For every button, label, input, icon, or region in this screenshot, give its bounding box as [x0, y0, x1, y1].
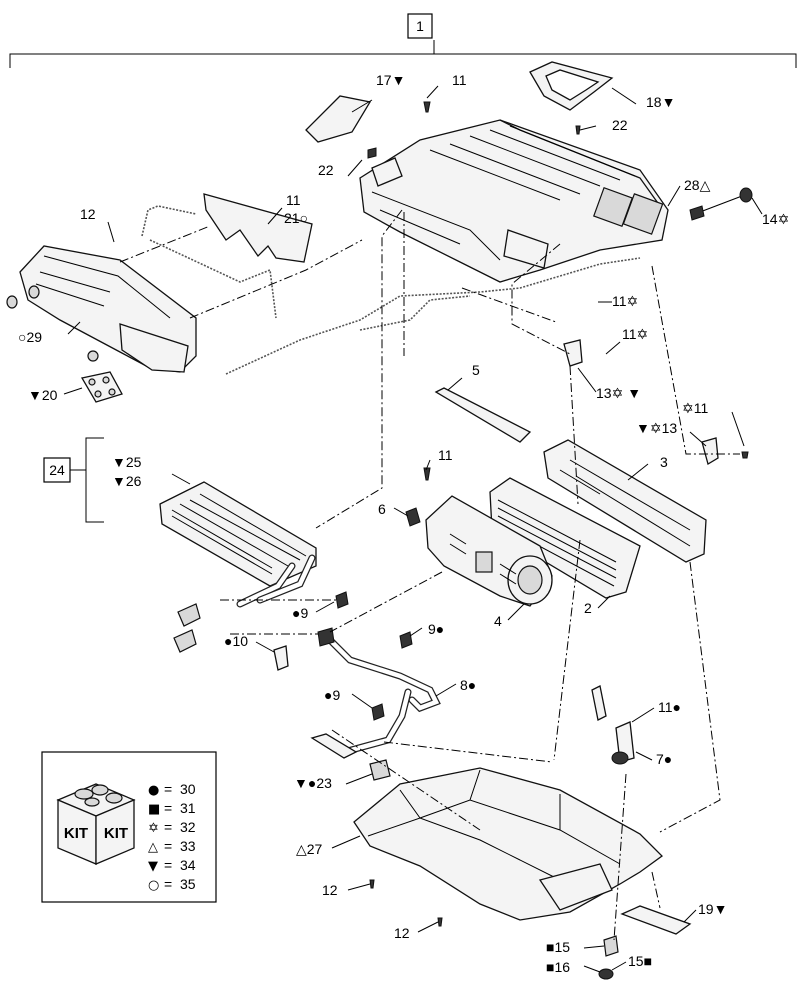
- bracket-13a: [563, 339, 583, 367]
- kit-word-right: KIT: [104, 825, 128, 842]
- screw-11-mid: [423, 467, 431, 481]
- callout-21: 21○: [284, 210, 308, 226]
- callout-9-upper: ●9: [292, 605, 308, 621]
- callout-28: 28△: [684, 177, 711, 193]
- callout-8: 8●: [460, 677, 476, 693]
- callout-23: ▼●23: [294, 775, 332, 791]
- callout-17: 17▼: [376, 72, 405, 88]
- drain-hoses: [141, 205, 641, 375]
- blower-4: [425, 495, 553, 607]
- seal-strip-5: [434, 387, 532, 443]
- clip-6: [405, 507, 421, 527]
- legend-symbol: ○: [148, 878, 159, 893]
- heater-core-25: [159, 481, 317, 608]
- legend-equals: =: [164, 819, 172, 835]
- legend-number: 31: [180, 800, 196, 816]
- legend-equals: =: [164, 838, 172, 854]
- bracket-10: [273, 645, 289, 671]
- legend-number: 30: [180, 781, 196, 797]
- lower-housing-27: [353, 767, 663, 921]
- callout-labels: 17▼ 11 18▼ 22 22 28△ 14✡ 12 11 21○ 11✡ 1…: [18, 72, 789, 975]
- plug-14: [689, 187, 753, 221]
- callout-27: △27: [296, 841, 323, 857]
- legend-equals: =: [164, 800, 172, 816]
- callout-26: ▼26: [112, 473, 142, 489]
- legend-equals: =: [164, 876, 172, 892]
- legend-symbol: ✡: [148, 821, 159, 836]
- pipe-assembly-8: [310, 636, 441, 759]
- screws-top: [367, 101, 581, 159]
- callout-11-top: 11: [452, 72, 467, 88]
- screws-bottom: [369, 879, 443, 927]
- callout-11-right: ✡11: [682, 400, 708, 416]
- callout-25: ▼25: [112, 454, 142, 470]
- callout-15-right: 15■: [628, 953, 652, 969]
- callout-11-bracket: 11✡: [622, 326, 648, 342]
- screw-11-right: [741, 451, 749, 459]
- assembly-bracket: 1: [9, 13, 797, 68]
- callout-7: 7●: [656, 751, 672, 767]
- seal-strip-21: [203, 193, 313, 263]
- clips-9: [317, 591, 413, 721]
- callout-13-right: ▼✡13: [636, 420, 677, 436]
- kit-box-icon: KIT KIT: [56, 783, 136, 865]
- legend-equals: =: [164, 781, 172, 797]
- legend-symbol: △: [148, 840, 158, 855]
- kit-word-left: KIT: [64, 825, 88, 842]
- legend-symbol: ▼: [148, 859, 158, 874]
- hose-fittings: [173, 603, 201, 653]
- kit-legend-entries: ● = 30 ■ = 31 ✡ = 32 △ = 33 ▼ = 34 ○ = 3…: [148, 781, 196, 893]
- callout-15-left: ■15: [546, 939, 570, 955]
- leader-lines: [63, 85, 763, 973]
- alignment-lines: [119, 209, 740, 941]
- legend-equals: =: [164, 857, 172, 873]
- callout-19: 19▼: [698, 901, 727, 917]
- seal-19: [620, 905, 692, 935]
- callout-12-left: 12: [80, 206, 96, 222]
- actuator-7: [591, 685, 635, 765]
- seal-17: [305, 95, 372, 143]
- callout-18: 18▼: [646, 94, 675, 110]
- legend-number: 35: [180, 876, 196, 892]
- heater-core-group: 24: [43, 437, 104, 523]
- callout-5: 5: [472, 362, 480, 378]
- group-number: 24: [49, 462, 65, 478]
- upper-housing: [359, 119, 669, 283]
- callout-9-lower: ●9: [324, 687, 340, 703]
- callout-2: 2: [584, 600, 592, 616]
- legend-number: 32: [180, 819, 196, 835]
- kit-legend: KIT KIT ● = 30 ■ = 31 ✡ = 32 △ = 33 ▼ = …: [41, 751, 217, 903]
- callout-20: ▼20: [28, 387, 58, 403]
- callout-11-hose: 11✡: [612, 293, 638, 309]
- cover-20: [80, 371, 123, 403]
- callout-9-middle: 9●: [428, 621, 444, 637]
- legend-symbol: ■: [148, 802, 160, 817]
- callout-13-upper: 13✡ ▼: [596, 385, 641, 401]
- callout-11-actuator: 11●: [658, 699, 681, 715]
- callout-11-blower: 11: [438, 447, 453, 463]
- filter-frame-3: [543, 439, 707, 563]
- callout-4: 4: [494, 613, 502, 629]
- gasket-18: [529, 61, 614, 111]
- drain-valves: [598, 935, 619, 980]
- grommet-23: [369, 759, 391, 781]
- left-housing: [6, 245, 197, 373]
- callout-22-right: 22: [612, 117, 628, 133]
- assembly-number: 1: [416, 18, 424, 34]
- callout-16: ■16: [546, 959, 570, 975]
- callout-10: ●10: [224, 633, 248, 649]
- callout-12-bottom: 12: [394, 925, 410, 941]
- bracket-13b: [701, 437, 719, 465]
- callout-22-left: 22: [318, 162, 334, 178]
- callout-6: 6: [378, 501, 386, 517]
- legend-symbol: ●: [148, 783, 159, 798]
- legend-number: 34: [180, 857, 196, 873]
- callout-3: 3: [660, 454, 668, 470]
- callout-14: 14✡: [762, 211, 789, 227]
- callout-29: ○29: [18, 329, 42, 345]
- legend-number: 33: [180, 838, 196, 854]
- callout-12-middle: 12: [322, 882, 338, 898]
- callout-11-seal: 11: [286, 192, 301, 208]
